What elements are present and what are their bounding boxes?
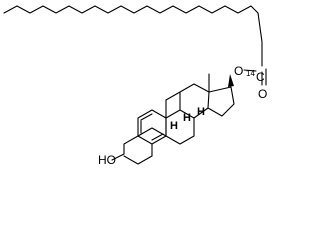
ring-a-inner-2 (151, 133, 164, 141)
ester-c-o-bond (243, 69, 257, 72)
ring-a (137, 109, 167, 145)
hydroxyl-bond (111, 153, 125, 161)
carbonyl-oxygen-label: O (258, 87, 267, 101)
ring-b (165, 109, 195, 145)
ring-b-lower (137, 127, 167, 137)
h14-label: H (197, 106, 205, 118)
molecule-drawing: O 14 C O HO H H H (3, 5, 267, 167)
h8-label: H (183, 112, 191, 124)
c11-c12-bond (165, 91, 181, 101)
isotope-label: 14 (246, 69, 255, 78)
ring-a-c3 (123, 135, 139, 155)
ester-oxygen-label: O (234, 64, 243, 78)
h9-label: H (170, 120, 178, 132)
fatty-acid-chain (3, 5, 263, 67)
ring-d (207, 86, 235, 117)
ring-a-c4 (123, 143, 153, 165)
hydroxyl-label: HO (98, 153, 116, 167)
structure-canvas: O 14 C O HO H H H (3, 5, 268, 167)
ring-a-inner-1 (140, 113, 153, 121)
ring-c (179, 83, 210, 119)
wedge-bond-c17 (228, 74, 234, 87)
carbonyl-carbon-label: C (256, 70, 265, 84)
